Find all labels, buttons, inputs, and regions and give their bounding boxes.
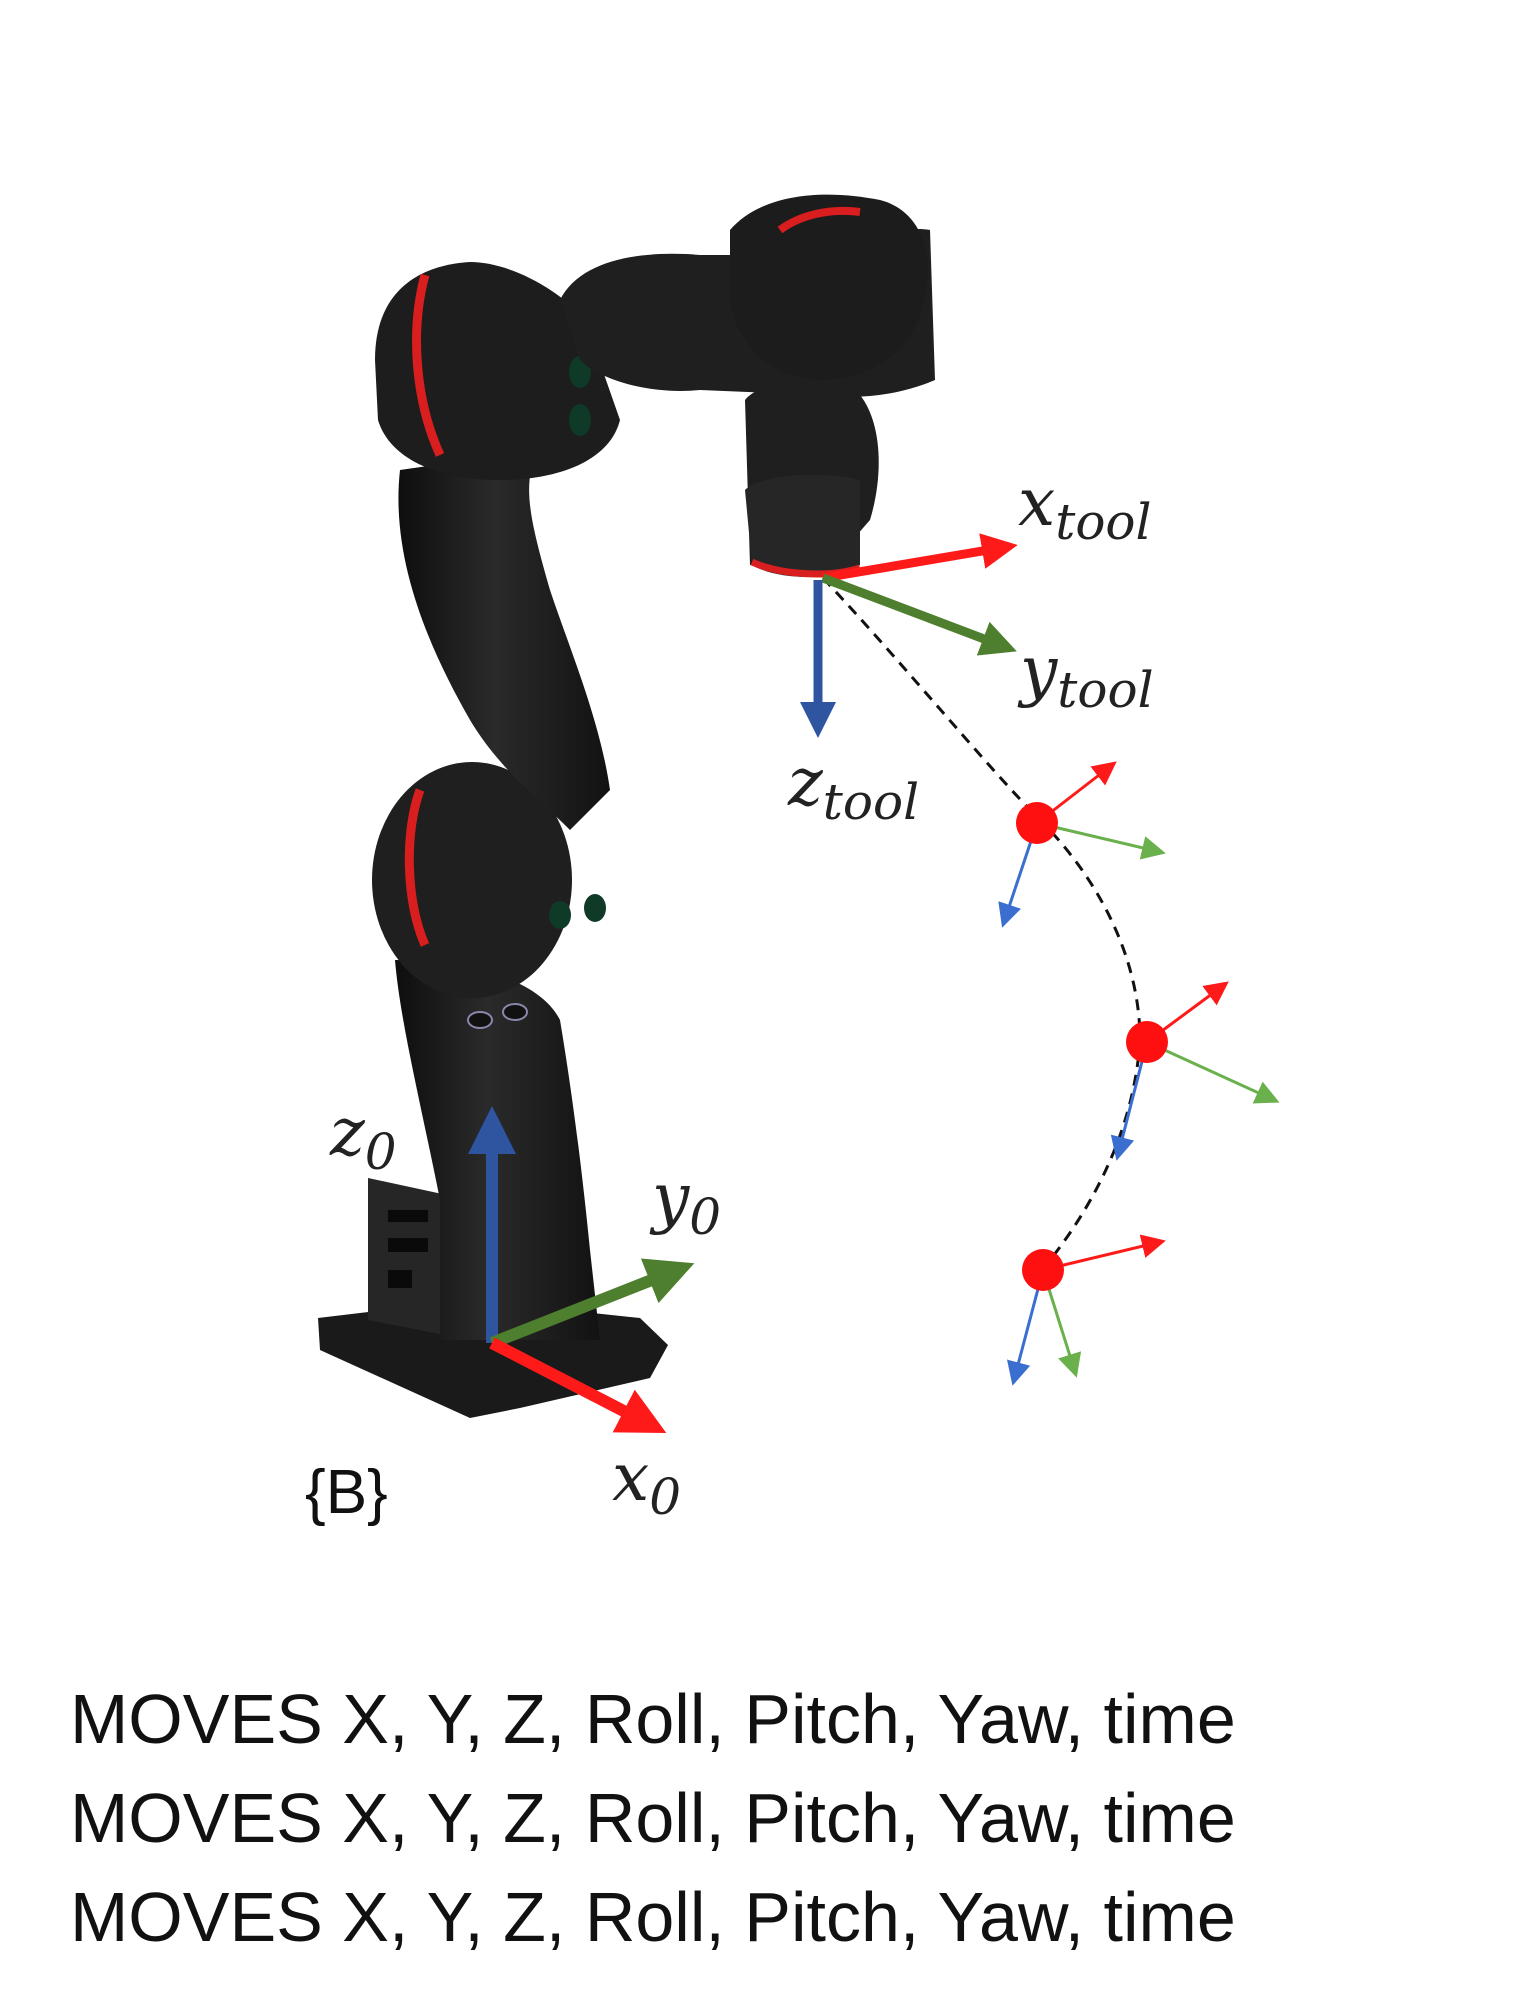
x0-axis [489,1337,667,1434]
z-tool-label: ztool [788,750,919,828]
command-line-2: MOVES X, Y, Z, Roll, Pitch, Yaw, time [70,1779,1236,1857]
tool-frame [800,533,1018,738]
robot-joint-4 [730,194,928,380]
z-tool-label-sub: tool [822,773,920,831]
y0-axis [489,1258,695,1349]
joint-ring-4 [777,206,861,234]
z0-label-sub: 0 [364,1123,397,1181]
robot-arm [318,194,935,1418]
z0-label-main: z [330,1094,365,1171]
command-line-3: MOVES X, Y, Z, Roll, Pitch, Yaw, time [70,1878,1236,1956]
waypoint-2-dot [1126,1021,1168,1063]
x-tool-axis [822,533,1018,583]
waypoint-1 [998,761,1166,928]
robot-joint-3 [375,262,620,480]
y0-label-main: y [652,1159,690,1236]
base-frame-label: {B} [305,1458,388,1527]
base-frame [468,1106,695,1434]
z0-label: z0 [330,1100,397,1178]
y0-label: y0 [652,1165,721,1243]
x0-label: x0 [612,1445,681,1523]
y-tool-label-sub: tool [1057,661,1154,719]
x0-label-sub: 0 [649,1468,682,1526]
y-tool-label: ytool [1020,638,1154,716]
waypoint-3-dot [1022,1249,1064,1291]
waypoint-2 [1110,981,1280,1161]
y-tool-label-main: y [1020,632,1058,709]
y0-label-sub: 0 [689,1188,722,1246]
robot-link-1 [398,450,610,830]
command-line-1: MOVES X, Y, Z, Roll, Pitch, Yaw, time [70,1680,1236,1758]
command-list: MOVES X, Y, Z, Roll, Pitch, Yaw, time MO… [70,1670,1236,1967]
robot-end-effector [745,474,860,578]
x-tool-label: xtool [1018,470,1152,548]
joint-ring-3 [412,273,445,457]
z-tool-label-main: z [788,744,823,821]
x-tool-label-sub: tool [1055,493,1152,551]
waypoint-3 [1006,1234,1166,1386]
x0-label-main: x [612,1439,650,1516]
joint-ring-2 [404,788,430,947]
y-tool-axis [821,573,1017,656]
x-tool-label-main: x [1018,464,1056,541]
waypoint-1-dot [1016,802,1058,844]
